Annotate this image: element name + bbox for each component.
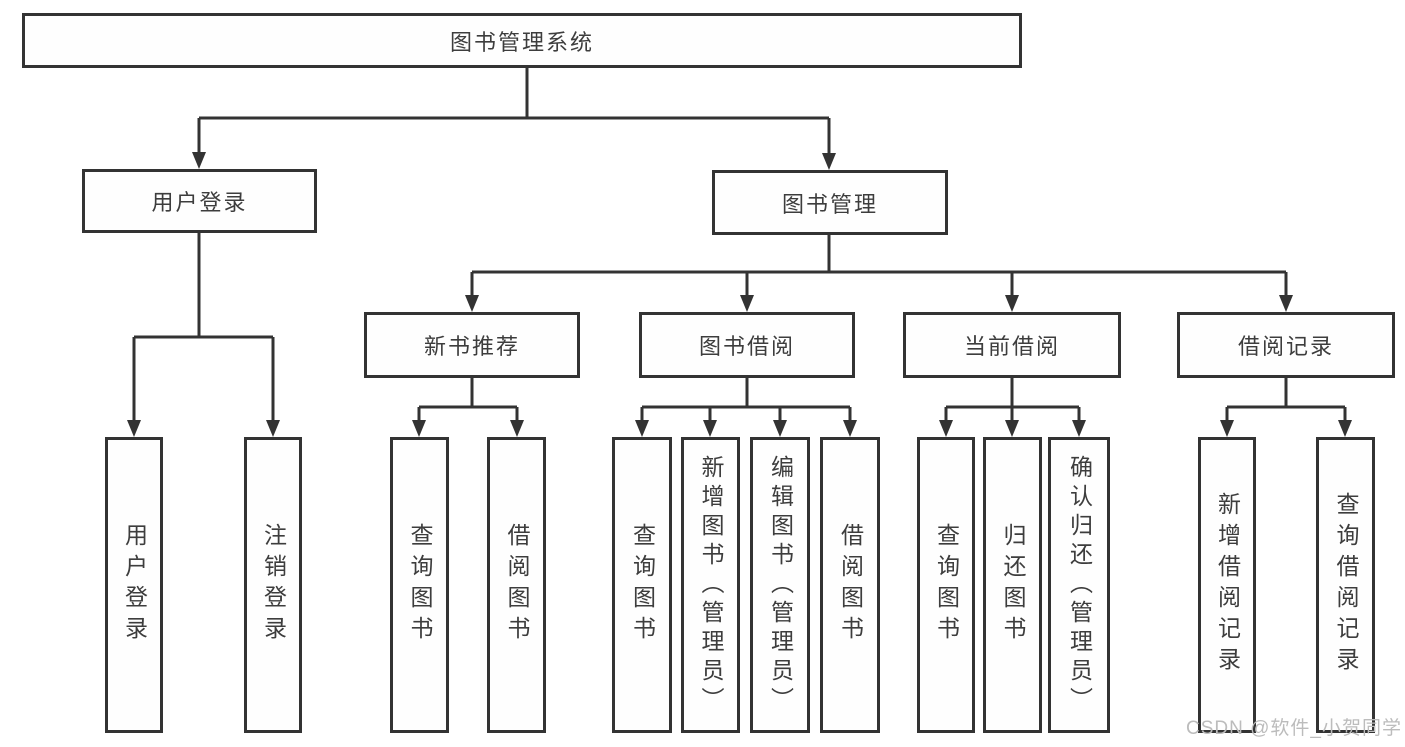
node-leaf-query-book-borrow: 查询图书 bbox=[612, 437, 672, 733]
node-leaf-add-book-admin: 新增图书（管理员） bbox=[681, 437, 740, 733]
node-leaf-borrow-book: 借阅图书 bbox=[820, 437, 880, 733]
node-current-borrow: 当前借阅 bbox=[903, 312, 1121, 378]
node-leaf-edit-book-admin: 编辑图书（管理员） bbox=[750, 437, 810, 733]
csdn-watermark: CSDN @软件_小贺同学 bbox=[1186, 718, 1402, 739]
node-leaf-return-book: 归还图书 bbox=[983, 437, 1042, 733]
node-leaf-query-borrow-record: 查询借阅记录 bbox=[1316, 437, 1375, 733]
node-leaf-borrow-book-newrec: 借阅图书 bbox=[487, 437, 546, 733]
node-leaf-confirm-return-admin: 确认归还（管理员） bbox=[1048, 437, 1110, 733]
node-leaf-query-book-newrec: 查询图书 bbox=[390, 437, 449, 733]
node-leaf-query-book-current: 查询图书 bbox=[917, 437, 975, 733]
node-leaf-user-login: 用户登录 bbox=[105, 437, 163, 733]
node-book-management: 图书管理 bbox=[712, 170, 948, 235]
node-borrow-record: 借阅记录 bbox=[1177, 312, 1395, 378]
node-leaf-logout: 注销登录 bbox=[244, 437, 302, 733]
node-user-login: 用户登录 bbox=[82, 169, 317, 233]
node-root: 图书管理系统 bbox=[22, 13, 1022, 68]
node-leaf-add-borrow-record: 新增借阅记录 bbox=[1198, 437, 1256, 733]
node-new-book-recommend: 新书推荐 bbox=[364, 312, 580, 378]
node-book-borrow: 图书借阅 bbox=[639, 312, 855, 378]
